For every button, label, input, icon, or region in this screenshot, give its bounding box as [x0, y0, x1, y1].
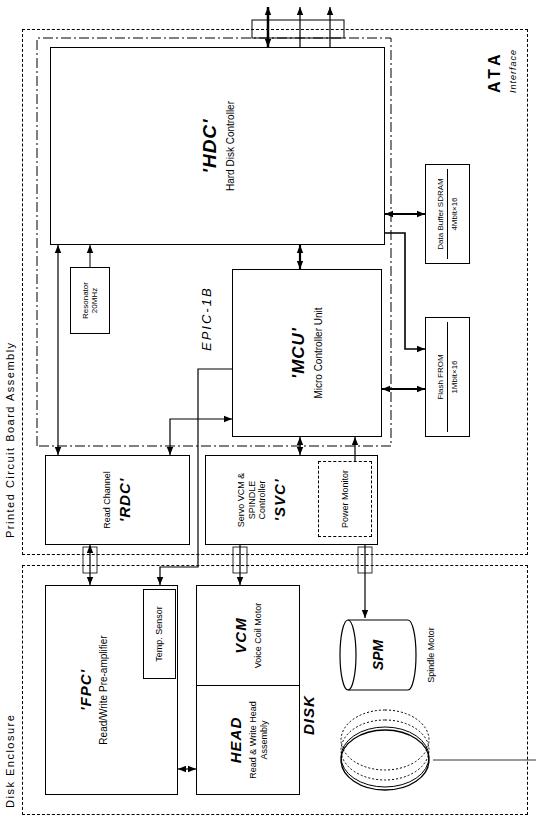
block-description: Voice Coil Motor: [253, 603, 263, 669]
sensor-box: Temp. Sensor: [143, 589, 176, 679]
spindle-axis: [433, 760, 536, 761]
block-name: DISK: [300, 695, 317, 735]
disk-enclosure: Disk Enclosure'FPC'Read/Write Pre-amplif…: [22, 565, 528, 815]
read-channel-box: Read Channel 'RDC': [45, 455, 190, 545]
ata-signal-line: [329, 7, 330, 47]
block-name: 'FPC': [77, 669, 94, 711]
block-name: 'RDC': [116, 478, 133, 523]
block-description: Read & Write Head Assembly: [248, 690, 269, 790]
mcu-box: 'MCU' Micro Controller Unit: [232, 269, 382, 437]
enclosure-title: Disk Enclosure: [4, 712, 17, 810]
block-name: Flash FROM: [436, 354, 445, 399]
signal-line: [354, 437, 355, 461]
ata-signal-line: [299, 7, 300, 47]
block-name: HEAD: [227, 717, 244, 764]
preamp-box: 'FPC' Read/Write Pre-amplifier Temp. Senso…: [45, 585, 178, 795]
signal-line: [57, 245, 58, 455]
block-description: Read/Write Pre-amplifier: [98, 635, 110, 744]
signal-line: [299, 245, 301, 269]
signal-line: [170, 419, 232, 455]
pcb-assembly: Printed Circuit Board AssemblyRead Chann…: [22, 29, 528, 555]
ata-bus-line: [267, 7, 270, 47]
interface-caption: Interface: [508, 49, 518, 93]
block-name: 'SVC': [271, 479, 288, 522]
block-description: Read Channel: [102, 471, 112, 529]
block-name: VCM: [232, 617, 249, 653]
signal-line: [178, 768, 196, 769]
disk-platter: DISK: [296, 694, 436, 799]
block-name: SPM: [370, 618, 386, 692]
interface-name: ATA: [486, 50, 504, 93]
memory-size: 4Mbit×16: [447, 169, 459, 259]
asic-boundary-outline: [36, 37, 392, 447]
block-description: Spindle Motor: [426, 618, 436, 692]
flash-rom-box: Flash FROM1Mbit×16: [425, 317, 470, 437]
power-monitor-box: Power Monitor: [318, 461, 372, 537]
signal-line: [364, 545, 365, 618]
block-name: Power Monitor: [340, 470, 350, 528]
asic-boundary: EPIC-1B Resonator 20MHz 'MCU' Micro Control…: [36, 37, 392, 447]
asic-name: EPIC-1B: [200, 286, 215, 351]
signal-line: [160, 369, 232, 585]
pcb-title: Printed Circuit Board Assembly: [4, 339, 17, 540]
head-box: HEADRead & Write Head Assembly: [196, 685, 300, 795]
vcm-box: VCM Voice Coil Motor: [196, 585, 300, 686]
servo-controller-box: Servo VCM & SPINDLE Controller'SVC' Power…: [205, 455, 378, 545]
block-name: 'MCU': [289, 327, 309, 379]
block-description: Servo VCM & SPINDLE Controller: [236, 460, 267, 540]
block-description: Hard Disk Controller: [225, 101, 237, 191]
spindle-motor: SPM Spindle Motor: [338, 618, 446, 692]
block-name: Data Buffer SDRAM: [436, 178, 445, 249]
signal-line: [90, 245, 91, 267]
block-description: Micro Controller Unit: [313, 307, 325, 398]
hdc-box: 'HDC' Hard Disk Controller: [50, 47, 385, 245]
block-name: Temp. Sensor: [154, 606, 164, 662]
block-name: Resonator 20MHz: [81, 272, 99, 329]
signal-line: [382, 388, 425, 390]
sdram-box: Data Buffer SDRAM4Mbit×16: [425, 164, 470, 264]
resonator-box: Resonator 20MHz: [70, 267, 110, 334]
block-name: 'HDC': [199, 118, 221, 173]
memory-size: 1Mbit×16: [447, 322, 459, 432]
